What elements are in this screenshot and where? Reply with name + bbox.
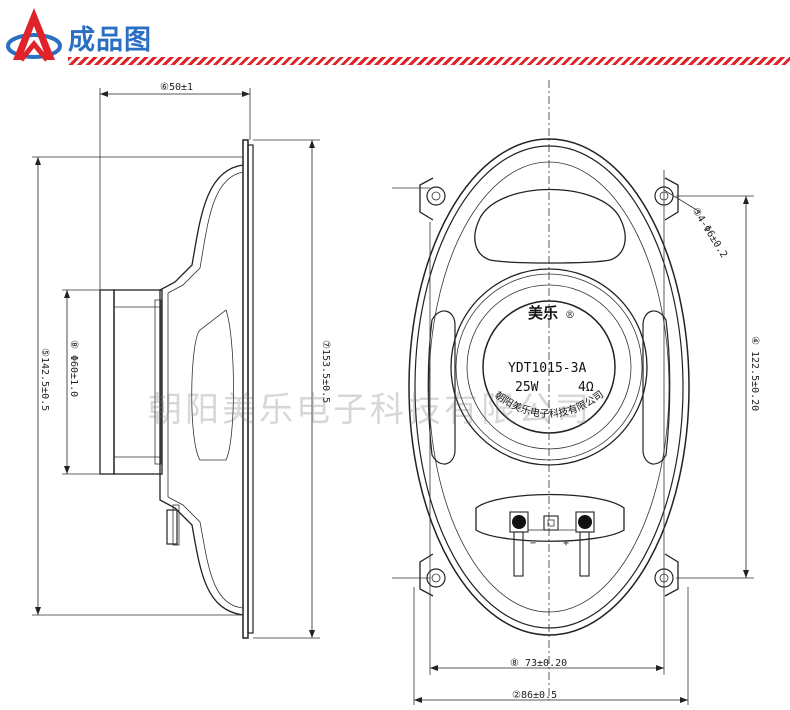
header-title: 成品图: [68, 25, 152, 56]
dim-inner-height: ⑤142.5±0.5: [39, 348, 50, 411]
header-divider: [68, 57, 790, 65]
terminal-plus-label: +: [563, 538, 569, 549]
dim-depth: ⑥50±1: [160, 82, 193, 93]
dim-overall-width: ②86±0.5: [512, 690, 557, 701]
speaker-drawing: ⑥50±1 ⑦153.5±0.5 ⑤142.5±0.5 ⑧ Φ60±1.0: [32, 80, 760, 705]
front-view: 美乐 ® YDT1015-3A 25W 4Ω 朝阳美乐电子科技有限公司 − + …: [392, 80, 760, 705]
dim-height: ⑦153.5±0.5: [320, 340, 331, 403]
model-number: YDT1015-3A: [508, 361, 586, 376]
registered-mark: ®: [565, 310, 575, 321]
dim-hole-pitch-horizontal: ⑧ 73±0.20: [510, 658, 567, 669]
dim-magnet: ⑧ Φ60±1.0: [68, 340, 79, 397]
terminal-minus-label: −: [530, 538, 536, 549]
logo-icon: [6, 8, 62, 62]
impedance-rating: 4Ω: [578, 380, 594, 395]
side-view: ⑥50±1 ⑦153.5±0.5 ⑤142.5±0.5 ⑧ Φ60±1.0: [32, 82, 331, 639]
header: 成品图: [0, 0, 790, 70]
brand-name: 美乐: [528, 304, 558, 322]
dim-holes: ③4-Φ6±0.2: [689, 206, 729, 260]
power-rating: 25W: [515, 380, 539, 395]
dim-hole-pitch-vertical: ④ 122.5±0.20: [749, 336, 760, 411]
